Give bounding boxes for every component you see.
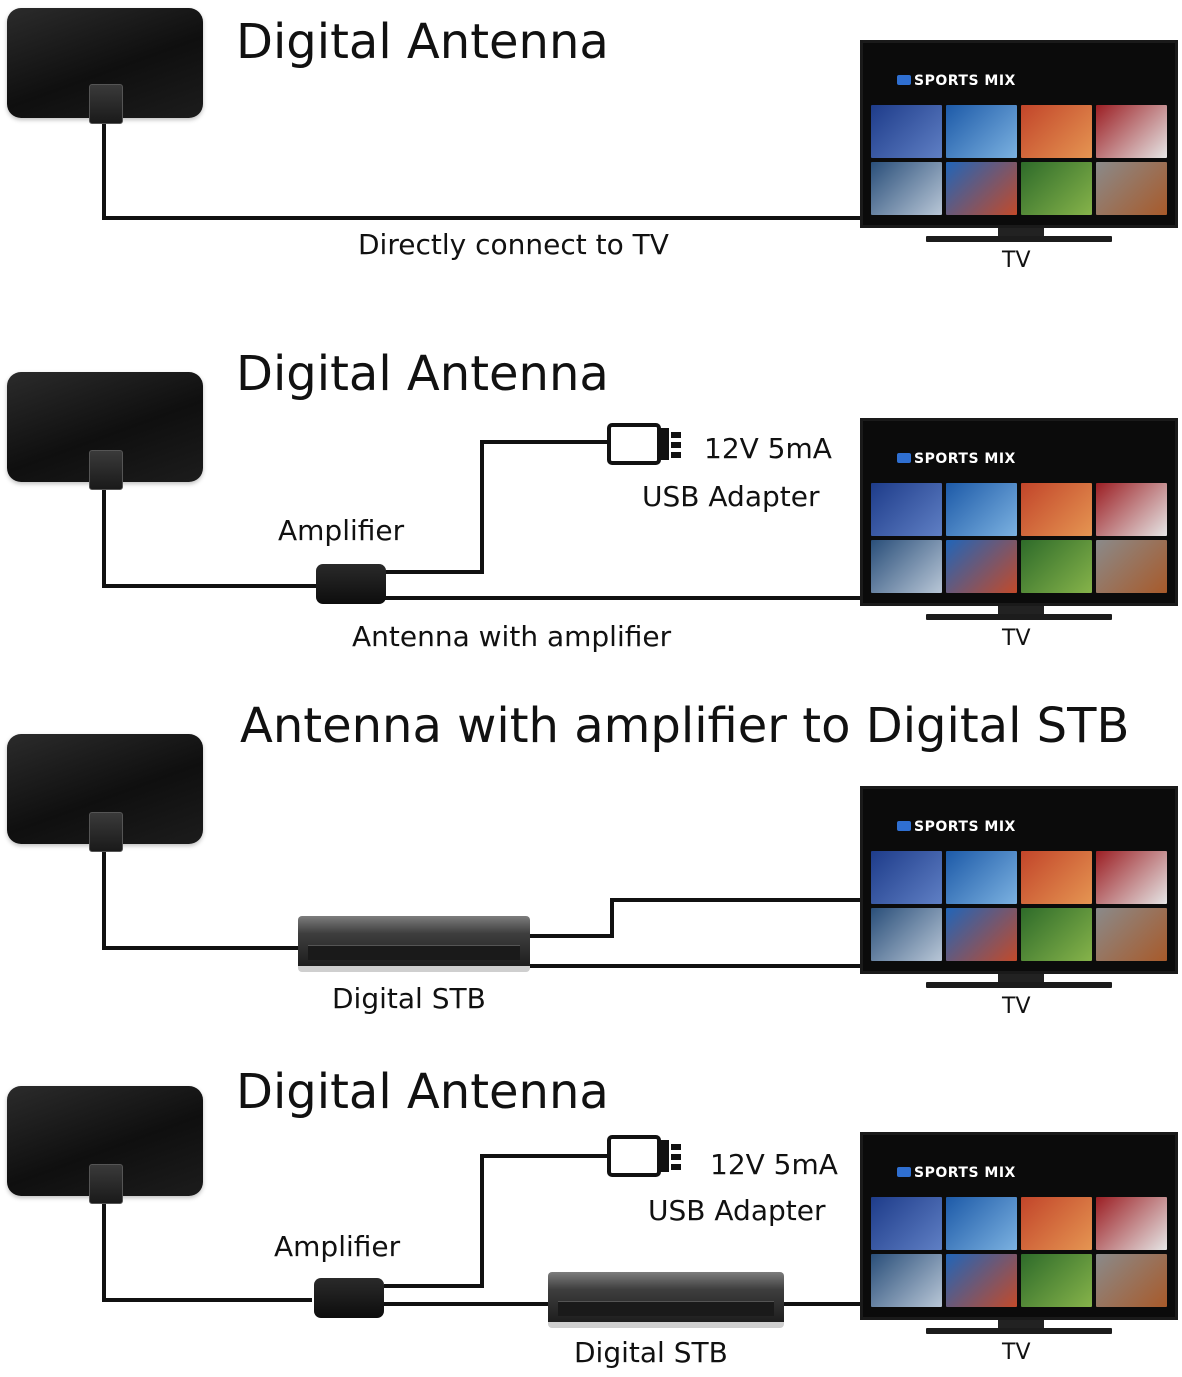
- tv-screen: SPORTS MIX: [860, 40, 1178, 228]
- tv-banner: SPORTS MIX: [897, 1165, 1016, 1181]
- tv-banner: SPORTS MIX: [897, 819, 1016, 835]
- cable-wires: [102, 440, 860, 600]
- adapter-spec: 12V 5mA: [710, 1148, 838, 1181]
- set-top-box-icon: [298, 916, 530, 972]
- tv-label: TV: [1002, 626, 1031, 651]
- panel-amplifier-stb: Digital Antenna 12V 5mA USB Adapter Ampl…: [0, 1060, 1182, 1377]
- adapter-name: USB Adapter: [642, 480, 820, 513]
- tv-label: TV: [1002, 994, 1031, 1019]
- panel-stb: Antenna with amplifier to Digital STB Di…: [0, 690, 1182, 1035]
- antenna-connector: [89, 1164, 123, 1204]
- usb-adapter-icon: [607, 423, 681, 465]
- antenna-connector: [89, 84, 123, 124]
- tv-screen: SPORTS MIX: [860, 418, 1178, 606]
- stb-label: Digital STB: [332, 982, 486, 1015]
- panel-title: Digital Antenna: [236, 14, 609, 70]
- stb-label: Digital STB: [574, 1336, 728, 1369]
- antenna-icon: [7, 372, 203, 490]
- tv-label: TV: [1002, 248, 1031, 273]
- panel-direct-connect: Digital Antenna Directly connect to TV S…: [0, 0, 1182, 320]
- connection-caption: Directly connect to TV: [358, 228, 669, 261]
- cable-wires: [102, 848, 860, 968]
- tv-banner: SPORTS MIX: [897, 73, 1016, 89]
- cable-wires: [102, 1154, 860, 1306]
- amplifier-label: Amplifier: [274, 1230, 401, 1263]
- amplifier-icon: [314, 1278, 384, 1318]
- adapter-spec: 12V 5mA: [704, 432, 832, 465]
- panel-amplifier: Digital Antenna 12V 5mA USB Adapter Ampl…: [0, 340, 1182, 680]
- tv-screen: SPORTS MIX: [860, 1132, 1178, 1320]
- tv-label: TV: [1002, 1340, 1031, 1365]
- adapter-name: USB Adapter: [648, 1194, 826, 1227]
- amplifier-label: Amplifier: [278, 514, 405, 547]
- antenna-connector: [89, 812, 123, 852]
- panel-title: Digital Antenna: [236, 1064, 609, 1120]
- cable-wires: [102, 120, 860, 220]
- panel-title: Antenna with amplifier to Digital STB: [240, 698, 1130, 754]
- amplifier-icon: [316, 564, 386, 604]
- panel-title: Digital Antenna: [236, 346, 609, 402]
- antenna-icon: [7, 1086, 203, 1204]
- antenna-icon: [7, 8, 203, 124]
- tv-screen: SPORTS MIX: [860, 786, 1178, 974]
- antenna-icon: [7, 734, 203, 852]
- tv-banner: SPORTS MIX: [897, 451, 1016, 467]
- antenna-connector: [89, 450, 123, 490]
- set-top-box-icon: [548, 1272, 784, 1328]
- connection-caption: Antenna with amplifier: [352, 620, 672, 653]
- usb-adapter-icon: [607, 1135, 681, 1177]
